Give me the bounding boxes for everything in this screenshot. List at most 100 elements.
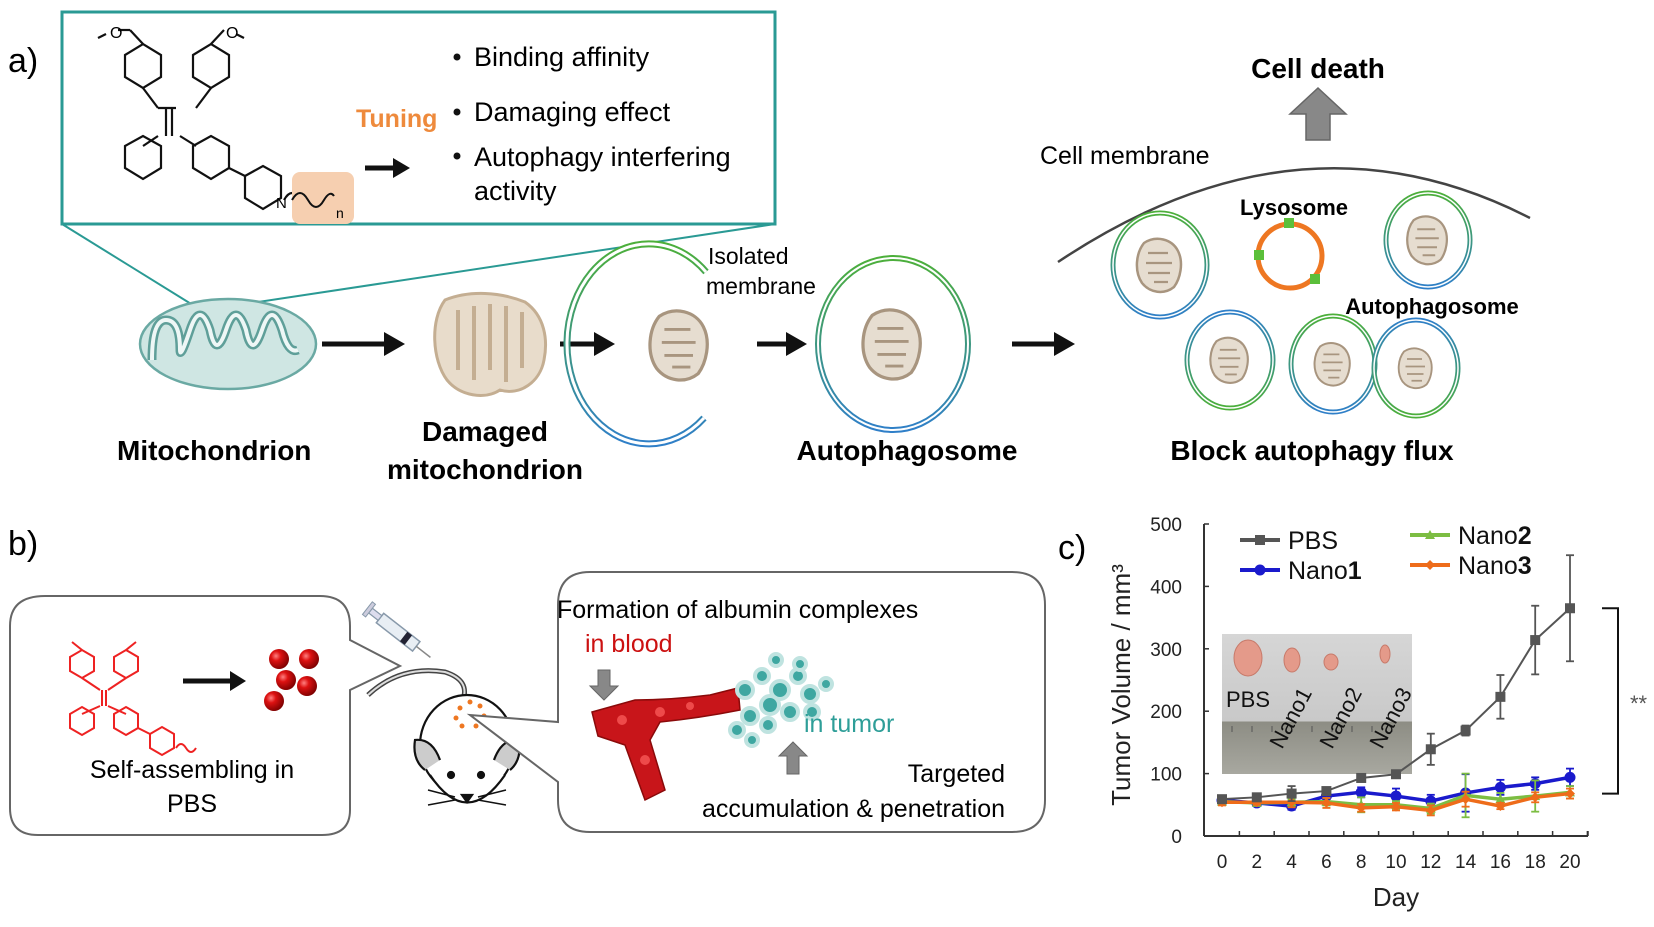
data-point [1425, 744, 1436, 755]
legend-label-number: 2 [1518, 522, 1532, 550]
in-blood-label: in blood [585, 630, 673, 658]
oxygen-atom-left: O [110, 25, 122, 42]
legend-label: Nano3 [1458, 552, 1532, 580]
down-arrow-icon [588, 669, 620, 701]
data-point [1495, 801, 1506, 812]
data-point [1356, 802, 1367, 813]
legend-item-nano3: Nano3 [1410, 552, 1532, 580]
cell-membrane-label: Cell membrane [1040, 142, 1210, 170]
zoom-line-right [224, 223, 776, 308]
syringe-icon [361, 601, 431, 658]
structure-inset-box [60, 10, 777, 226]
data-point [1564, 771, 1576, 783]
data-point [1390, 790, 1402, 802]
inset-label-pbs: PBS [1226, 687, 1270, 712]
oxygen-atom-right: O [226, 25, 238, 42]
damaged-mitochondrion-illustration [433, 292, 548, 397]
legend-label-base: PBS [1288, 527, 1338, 555]
series-pbs [1217, 554, 1575, 805]
autophagosome-cluster [1110, 190, 1473, 419]
bullet-icon [453, 108, 461, 116]
arrow-icon [183, 671, 246, 691]
legend-item-nano1: Nano1 [1240, 557, 1362, 585]
x-tick-label: 18 [1525, 852, 1546, 873]
cell-membrane-arc [1057, 167, 1531, 264]
up-arrow-small-icon [777, 741, 809, 775]
tumor-site-dots [453, 699, 487, 729]
albumin-callout-box [466, 571, 1046, 833]
y-tick-label: 200 [1150, 702, 1182, 723]
data-point [1391, 801, 1401, 812]
damaged-mitochondrion-label-1: Damaged [422, 416, 548, 447]
significance-bracket: ** [1602, 607, 1648, 795]
x-tick-label: 4 [1286, 852, 1297, 873]
autophagosome-4 [1288, 313, 1378, 415]
data-point [1251, 792, 1262, 803]
nitrogen-atom: N [276, 195, 287, 212]
legend-item-nano2: Nano2 [1410, 522, 1532, 550]
data-point [1321, 786, 1332, 797]
up-arrow-icon [1288, 86, 1348, 141]
alkyl-chain [291, 192, 335, 208]
legend-label-base: Nano [1458, 552, 1518, 580]
autophagosome-label: Autophagosome [797, 435, 1018, 466]
data-point [1255, 535, 1265, 545]
tumor-specimen [1323, 653, 1339, 671]
data-point [1355, 786, 1367, 798]
bracket-line [1602, 607, 1619, 795]
autophagosome-cell-label: Autophagosome [1345, 294, 1519, 319]
legend-label-base: Nano [1288, 557, 1348, 585]
isolated-membrane-illustration [563, 240, 709, 448]
data-point [1286, 797, 1297, 808]
bullet-icon [453, 53, 461, 61]
x-tick-label: 8 [1356, 852, 1367, 873]
arrow-icon [1012, 332, 1075, 356]
autophagosome-illustration [815, 255, 971, 433]
panel-a-label: a) [8, 42, 38, 80]
mitochondrion-label: Mitochondrion [117, 435, 311, 466]
property-autophagy: Autophagy interfering [474, 142, 731, 172]
legend-label: Nano2 [1458, 522, 1532, 550]
mitochondrion-illustration [138, 297, 318, 391]
data-point [1530, 792, 1541, 803]
albumin-title: Formation of albumin complexes [557, 596, 918, 624]
y-tick-label: 400 [1150, 577, 1182, 598]
property-list: Binding affinity Damaging effect Autopha… [453, 42, 731, 206]
legend-label: Nano1 [1288, 557, 1362, 585]
data-point [1495, 794, 1506, 804]
significance-label: ** [1630, 691, 1648, 716]
tumor-specimen [1379, 644, 1391, 664]
lysosome-label: Lysosome [1240, 195, 1348, 220]
self-assembling-label-2: PBS [167, 790, 217, 818]
targeted-label-1: Targeted [908, 760, 1005, 788]
arrow-icon [322, 332, 405, 356]
x-tick-label: 20 [1559, 852, 1580, 873]
legend-label-number: 1 [1348, 557, 1362, 585]
data-point [1425, 560, 1435, 570]
data-point [1254, 564, 1266, 576]
legend-item-pbs: PBS [1240, 527, 1338, 555]
y-tick-label: 500 [1150, 515, 1182, 536]
property-activity: activity [474, 176, 557, 206]
panel-c-label: c) [1058, 529, 1086, 567]
y-tick-label: 300 [1150, 640, 1182, 661]
data-point [1217, 794, 1227, 805]
data-point [1425, 805, 1436, 816]
data-point [1425, 530, 1435, 539]
data-point [1495, 691, 1506, 702]
tuning-label: Tuning [356, 105, 437, 133]
x-tick-label: 14 [1455, 852, 1477, 873]
y-tick-label: 100 [1150, 765, 1182, 786]
nanoparticles-icon [264, 649, 319, 711]
x-tick-label: 0 [1217, 852, 1228, 873]
panel-b-label: b) [8, 525, 38, 563]
tpe-molecule-red [69, 641, 197, 757]
block-autophagy-flux-label: Block autophagy flux [1170, 435, 1454, 466]
data-point [1391, 769, 1401, 780]
tuning-highlight [292, 172, 354, 224]
x-tick-label: 6 [1321, 852, 1332, 873]
targeted-label-2: accumulation & penetration [702, 795, 1005, 823]
lysosome-illustration [1254, 218, 1325, 291]
